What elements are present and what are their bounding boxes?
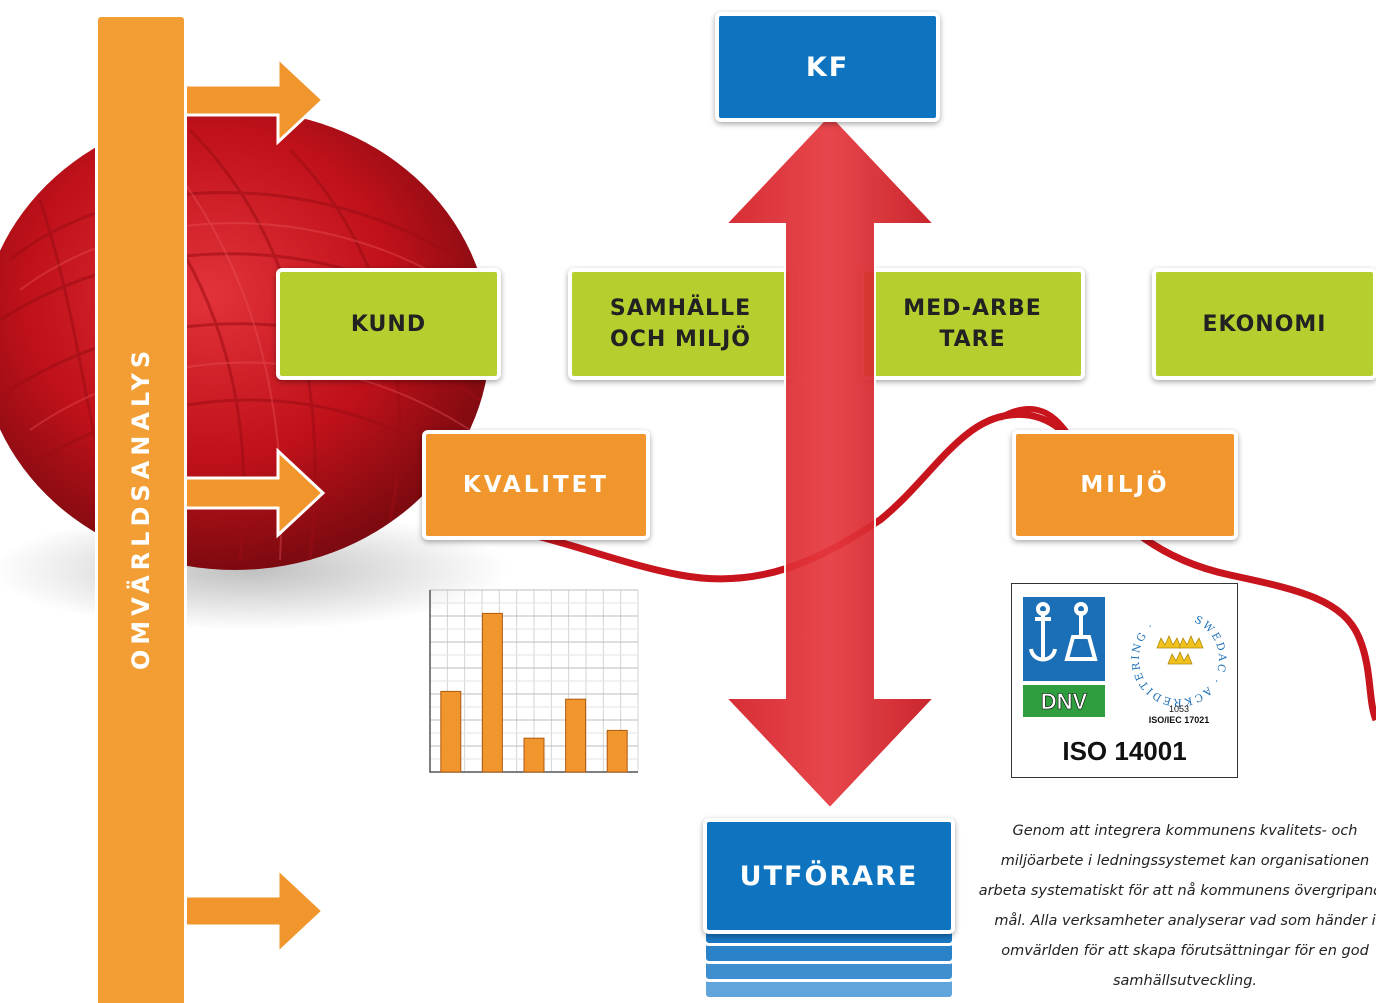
- caption-text: Genom att integrera kommunens kvalitets-…: [978, 823, 1376, 989]
- iso-standard-label: ISO 14001: [1062, 736, 1187, 766]
- perspective-label: EKONOMI: [1202, 311, 1327, 337]
- sidebar-label: OMVÄRLDSANALYS: [127, 345, 155, 671]
- kf-label: KF: [805, 51, 850, 83]
- kf-box: KF: [715, 12, 940, 122]
- utforare-stack: UTFÖRARE: [703, 818, 955, 1003]
- perspective-kund: KUND: [276, 268, 501, 380]
- focus-kvalitet: KVALITET: [422, 430, 650, 540]
- chart-bar: [606, 729, 628, 773]
- focus-miljo: MILJÖ: [1012, 430, 1238, 540]
- perspective-ekonomi: EKONOMI: [1152, 268, 1376, 380]
- sidebar-panel: [95, 14, 187, 1003]
- utforare-label: UTFÖRARE: [739, 860, 919, 892]
- swedac-logo: SWEDAC · ACKREDITERING · 1053 ISO/IEC 17…: [1130, 614, 1226, 725]
- chart-bar: [481, 612, 503, 773]
- crowns-icon: [1156, 635, 1204, 665]
- dnv-logo: DNV: [1023, 597, 1105, 717]
- perspective-label: KUND: [350, 311, 427, 337]
- iso-certification-box: DNV SWEDAC · ACKREDITERING · 1053 ISO/IE…: [1011, 583, 1238, 778]
- focus-label: KVALITET: [462, 472, 610, 498]
- perspective-label: SAMHÄLLE OCH MILJÖ: [609, 296, 752, 352]
- chart-bar: [523, 737, 545, 773]
- chart-bar: [440, 690, 462, 773]
- chart-bar: [565, 698, 587, 773]
- yarn-thread: [429, 410, 1376, 722]
- double-arrow: [723, 112, 937, 810]
- bar-chart: [429, 589, 639, 773]
- accreditation-number: 1053: [1169, 704, 1189, 714]
- accreditation-standard: ISO/IEC 17021: [1149, 715, 1210, 725]
- utforare-box: UTFÖRARE: [703, 818, 955, 934]
- perspective-label: MED-ARBETARE: [903, 296, 1042, 352]
- focus-label: MILJÖ: [1080, 472, 1170, 498]
- perspective-samhalle-och-miljo: SAMHÄLLE OCH MILJÖ: [568, 268, 793, 380]
- dnv-text: DNV: [1041, 689, 1088, 714]
